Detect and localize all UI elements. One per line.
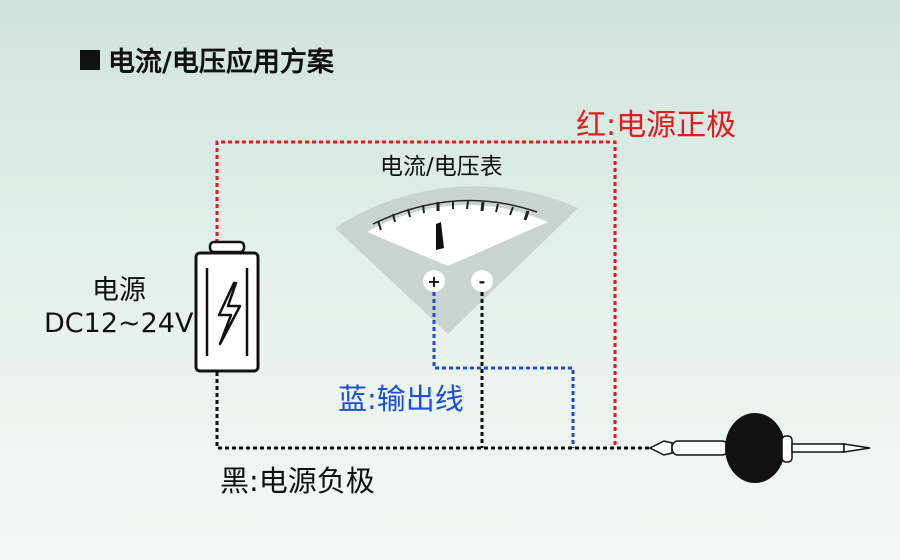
red-wire-label: 红:电源正极 [576, 108, 737, 143]
page-heading: 电流/电压应用方案 [80, 40, 334, 79]
sensor-probe-icon [648, 413, 871, 483]
power-source-label: 电源 [92, 275, 146, 306]
heading-square-icon [80, 49, 100, 70]
meter-minus-terminal [471, 270, 493, 292]
red-wire [215, 140, 617, 448]
meter-ticks [377, 200, 530, 231]
blue-wire-label: 蓝:输出线 [338, 382, 464, 416]
meter-plus-terminal [423, 270, 445, 292]
meter-minus-label: - [479, 272, 486, 291]
heading-text: 电流/电压应用方案 [108, 47, 334, 78]
blue-wire [432, 292, 575, 448]
black-wire-label: 黑:电源负极 [220, 464, 375, 498]
power-source-spec: DC12~24V [44, 308, 194, 339]
meter-needle [436, 222, 444, 250]
meter-plus-label: + [427, 272, 440, 291]
meter-label: 电流/电压表 [380, 154, 503, 180]
lightning-bolt-icon [217, 281, 242, 346]
battery-cap [208, 240, 246, 254]
meter-dial-face [367, 205, 548, 266]
black-wire-main [215, 372, 660, 450]
